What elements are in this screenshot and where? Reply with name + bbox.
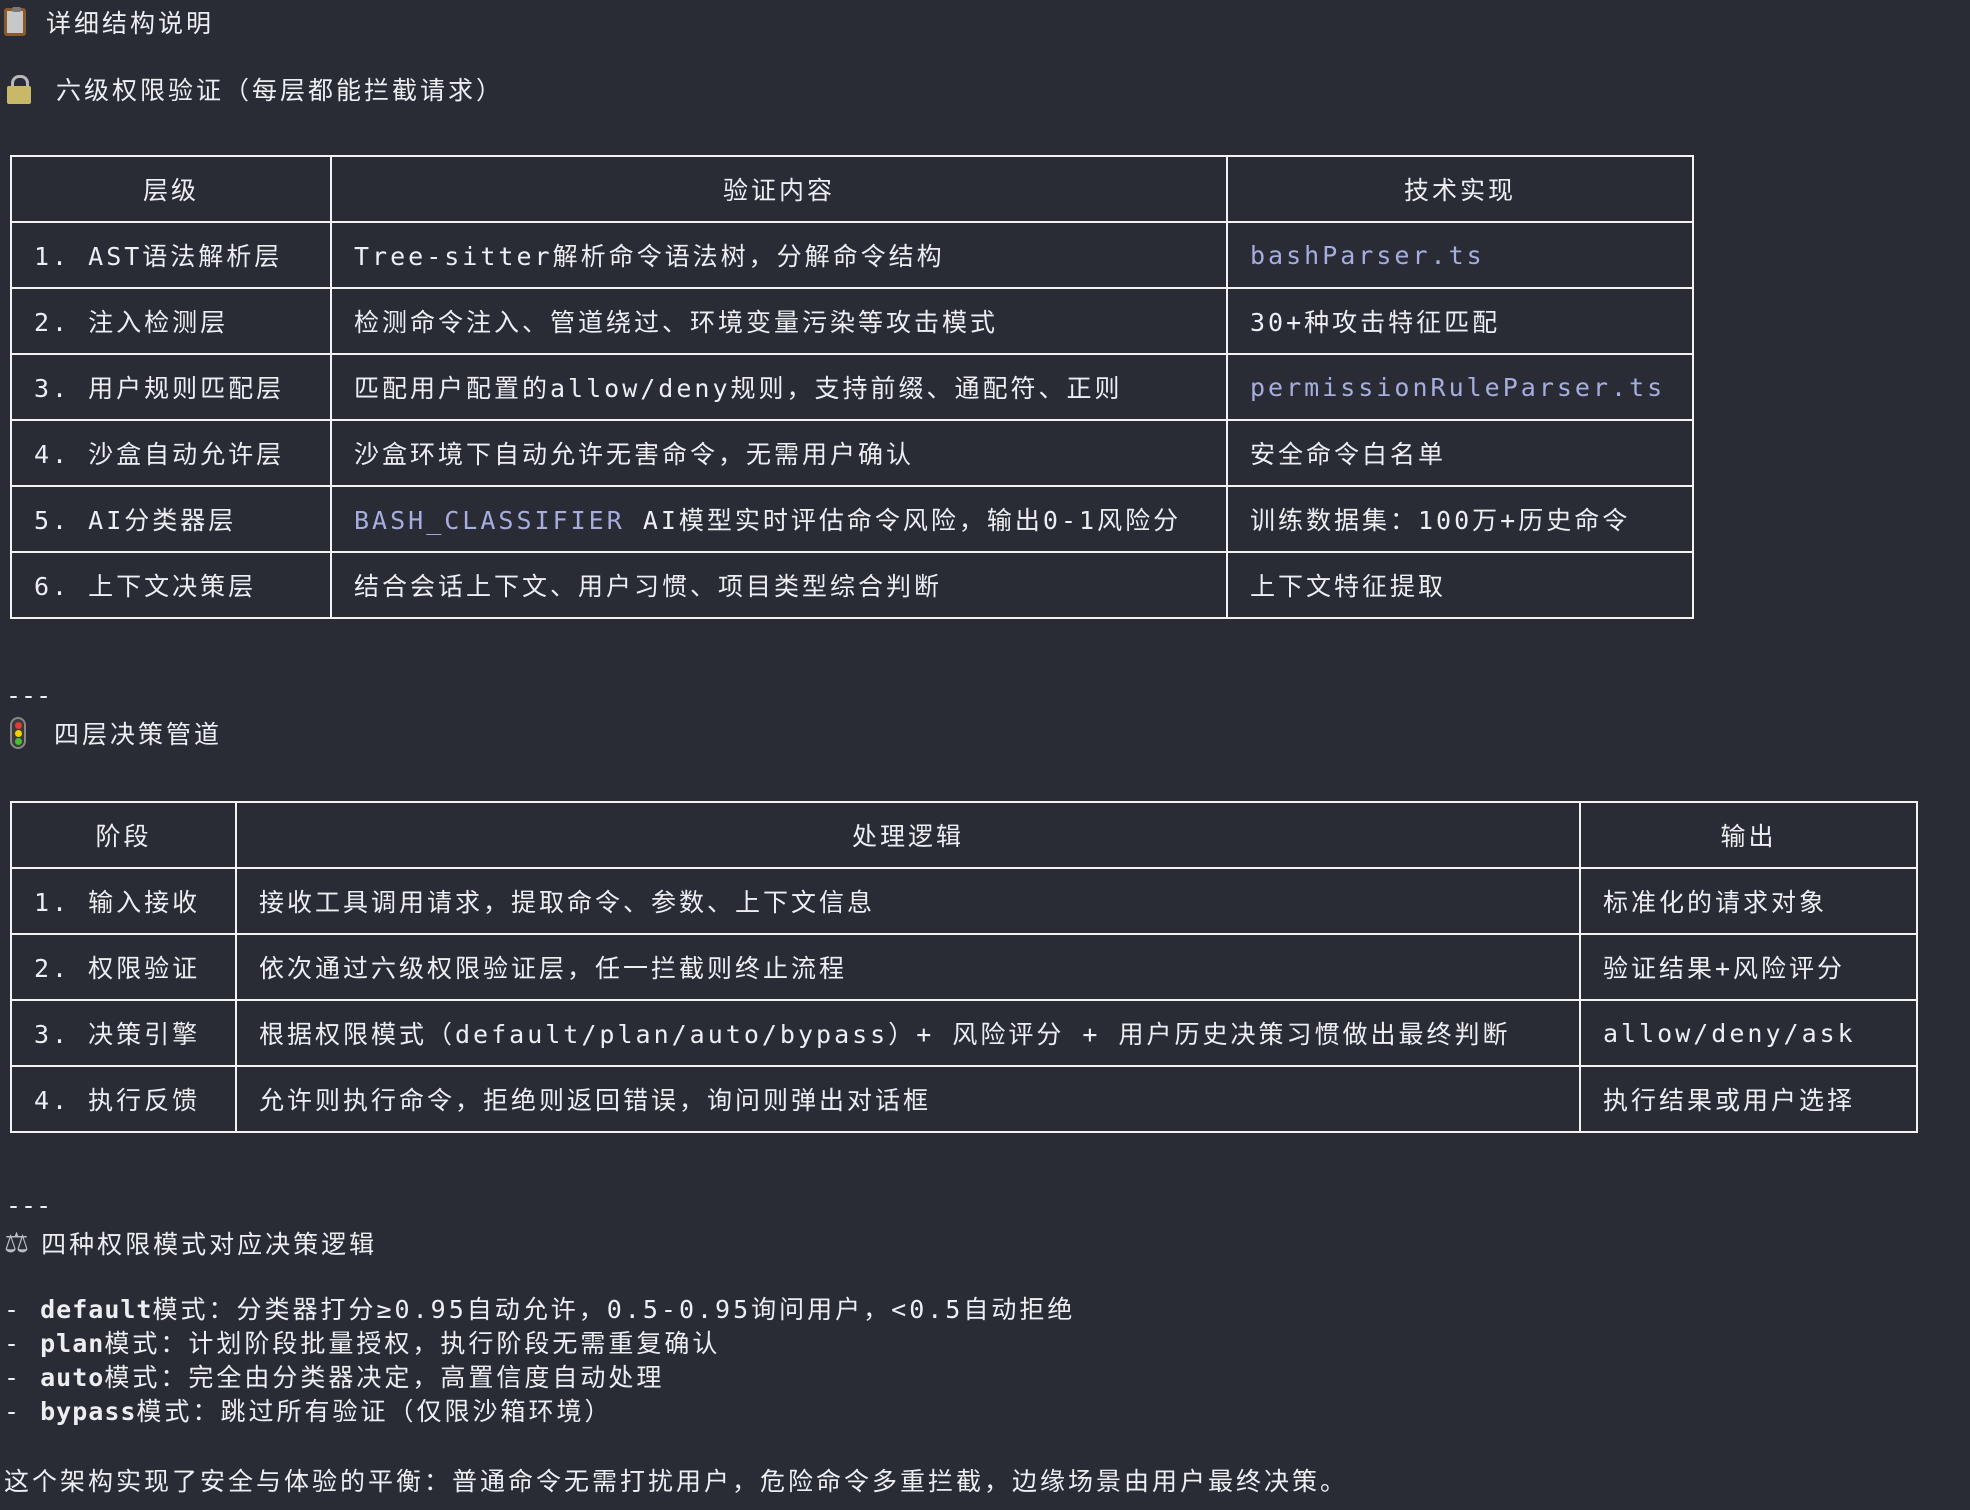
layer-cell: 4. 沙盒自动允许层 (10, 419, 332, 487)
cell-text: 匹配用户配置的allow/deny规则，支持前缀、通配符、正则 (354, 374, 1123, 403)
output-cell: allow/deny/ask (1579, 999, 1918, 1067)
output-cell: 验证结果+风险评分 (1579, 933, 1918, 1001)
stage-cell: 3. 决策引擎 (10, 999, 237, 1067)
mode-description: ：计划阶段批量授权，执行阶段无需重复确认 (160, 1329, 721, 1358)
table-row: 2. 权限验证依次通过六级权限验证层，任一拦截则终止流程验证结果+风险评分 (10, 933, 1918, 1001)
bullet-marker: - (4, 1397, 41, 1426)
table-row: 4. 执行反馈允许则执行命令，拒绝则返回错误，询问则弹出对话框执行结果或用户选择 (10, 1065, 1918, 1133)
column-header: 验证内容 (330, 155, 1228, 223)
table-row: 4. 沙盒自动允许层沙盒环境下自动允许无害命令，无需用户确认 安全命令白名单 (10, 419, 1694, 487)
horizontal-rule: --- (6, 681, 52, 710)
layer-cell: 6. 上下文决策层 (10, 551, 332, 619)
list-item: - default模式：分类器打分≥0.95自动允许，0.5-0.95询问用户，… (4, 1293, 1075, 1327)
output-cell: 执行结果或用户选择 (1579, 1065, 1918, 1133)
content-cell: Tree-sitter解析命令语法树，分解命令结构 (330, 221, 1228, 289)
content-cell: 结合会话上下文、用户习惯、项目类型综合判断 (330, 551, 1228, 619)
logic-cell: 接收工具调用请求，提取命令、参数、上下文信息 (235, 867, 1581, 935)
mode-suffix: 模式 (104, 1363, 161, 1392)
implementation-cell: 30+种攻击特征匹配 (1226, 287, 1694, 355)
table-row: 2. 注入检测层检测命令注入、管道绕过、环境变量污染等攻击模式 30+种攻击特征匹… (10, 287, 1694, 355)
table-header-row: 阶段 处理逻辑 输出 (10, 801, 1918, 869)
balance-scale-icon: ⚖ (4, 1226, 30, 1259)
stage-cell: 4. 执行反馈 (10, 1065, 237, 1133)
mode-description: ：完全由分类器决定，高置信度自动处理 (160, 1363, 665, 1392)
cell-text: Tree-sitter解析命令语法树，分解命令结构 (354, 242, 945, 271)
table-row: 1. 输入接收接收工具调用请求，提取命令、参数、上下文信息标准化的请求对象 (10, 867, 1918, 935)
list-item: - auto模式：完全由分类器决定，高置信度自动处理 (4, 1361, 1075, 1395)
content-cell: 沙盒环境下自动允许无害命令，无需用户确认 (330, 419, 1228, 487)
mode-name: plan (40, 1329, 105, 1358)
implementation-cell: 训练数据集：100万+历史命令 (1226, 485, 1694, 553)
doc-title: 详细结构说明 (4, 4, 214, 40)
column-header: 层级 (10, 155, 332, 223)
decision-pipeline-table: 阶段 处理逻辑 输出 1. 输入接收接收工具调用请求，提取命令、参数、上下文信息… (10, 801, 1918, 1133)
implementation-cell: permissionRuleParser.ts (1226, 353, 1694, 421)
mode-description: ：分类器打分≥0.95自动允许，0.5-0.95询问用户，<0.5自动拒绝 (208, 1295, 1076, 1324)
bullet-marker: - (4, 1363, 41, 1392)
mode-name: bypass (40, 1397, 137, 1426)
table-row: 1. AST语法解析层 Tree-sitter解析命令语法树，分解命令结构 bash… (10, 221, 1694, 289)
cell-text: 沙盒环境下自动允许无害命令，无需用户确认 (354, 440, 915, 469)
mode-suffix: 模式 (136, 1397, 193, 1426)
horizontal-rule: --- (6, 1191, 52, 1220)
column-header: 技术实现 (1226, 155, 1694, 223)
table-header-row: 层级 验证内容 技术实现 (10, 155, 1694, 223)
stage-cell: 2. 权限验证 (10, 933, 237, 1001)
list-item: - bypass模式：跳过所有验证（仅限沙箱环境） (4, 1395, 1075, 1429)
layer-cell: 5. AI分类器层 (10, 485, 332, 553)
mode-name: default (40, 1295, 153, 1324)
section-heading-text: 四层决策管道 (54, 720, 223, 749)
layer-cell: 3. 用户规则匹配层 (10, 353, 332, 421)
permission-modes-list: - default模式：分类器打分≥0.95自动允许，0.5-0.95询问用户，… (4, 1293, 1075, 1429)
section-heading-text: 六级权限验证（每层都能拦截请求） (56, 76, 505, 105)
conclusion-text: 这个架构实现了安全与体验的平衡：普通命令无需打扰用户，危险命令多重拦截，边缘场景… (4, 1467, 1349, 1496)
content-cell: 匹配用户配置的allow/deny规则，支持前缀、通配符、正则 (330, 353, 1228, 421)
implementation-cell: bashParser.ts (1226, 221, 1694, 289)
permission-layers-table: 层级 验证内容 技术实现 1. AST语法解析层 Tree-sitter解析命令语… (10, 155, 1694, 619)
bullet-marker: - (4, 1295, 41, 1324)
mode-description: ：跳过所有验证（仅限沙箱环境） (192, 1397, 613, 1426)
implementation-cell: 上下文特征提取 (1226, 551, 1694, 619)
list-item: - plan模式：计划阶段批量授权，执行阶段无需重复确认 (4, 1327, 1075, 1361)
clipboard-icon (4, 7, 26, 36)
mode-suffix: 模式 (104, 1329, 161, 1358)
layer-cell: 1. AST语法解析层 (10, 221, 332, 289)
table-row: 3. 用户规则匹配层匹配用户配置的allow/deny规则，支持前缀、通配符、正… (10, 353, 1694, 421)
table-row: 6. 上下文决策层结合会话上下文、用户习惯、项目类型综合判断 上下文特征提取 (10, 551, 1694, 619)
column-header: 输出 (1579, 801, 1918, 869)
content-cell: 检测命令注入、管道绕过、环境变量污染等攻击模式 (330, 287, 1228, 355)
table-row: 3. 决策引擎根据权限模式（default/plan/auto/bypass）+… (10, 999, 1918, 1067)
section-heading-text: 四种权限模式对应决策逻辑 (41, 1230, 378, 1259)
column-header: 阶段 (10, 801, 237, 869)
section-heading-permission-modes: ⚖ 四种权限模式对应决策逻辑 (4, 1225, 377, 1261)
lock-icon (6, 74, 32, 104)
code-identifier: BASH_CLASSIFIER (354, 506, 625, 535)
cell-text: 检测命令注入、管道绕过、环境变量污染等攻击模式 (354, 308, 999, 337)
bullet-marker: - (4, 1329, 41, 1358)
layer-cell: 2. 注入检测层 (10, 287, 332, 355)
output-cell: 标准化的请求对象 (1579, 867, 1918, 935)
logic-cell: 依次通过六级权限验证层，任一拦截则终止流程 (235, 933, 1581, 1001)
doc-title-text: 详细结构说明 (46, 9, 215, 38)
cell-text: AI模型实时评估命令风险，输出0-1风险分 (624, 506, 1182, 535)
section-heading-permission-layers: 六级权限验证（每层都能拦截请求） (6, 71, 504, 107)
section-heading-decision-pipeline: 四层决策管道 (10, 715, 222, 751)
cell-text: 结合会话上下文、用户习惯、项目类型综合判断 (354, 572, 943, 601)
content-cell: BASH_CLASSIFIER AI模型实时评估命令风险，输出0-1风险分 (330, 485, 1228, 553)
implementation-cell: 安全命令白名单 (1226, 419, 1694, 487)
mode-name: auto (40, 1363, 105, 1392)
mode-suffix: 模式 (152, 1295, 209, 1324)
logic-cell: 允许则执行命令，拒绝则返回错误，询问则弹出对话框 (235, 1065, 1581, 1133)
stage-cell: 1. 输入接收 (10, 867, 237, 935)
traffic-light-icon (10, 717, 26, 749)
column-header: 处理逻辑 (235, 801, 1581, 869)
logic-cell: 根据权限模式（default/plan/auto/bypass）+ 风险评分 +… (235, 999, 1581, 1067)
